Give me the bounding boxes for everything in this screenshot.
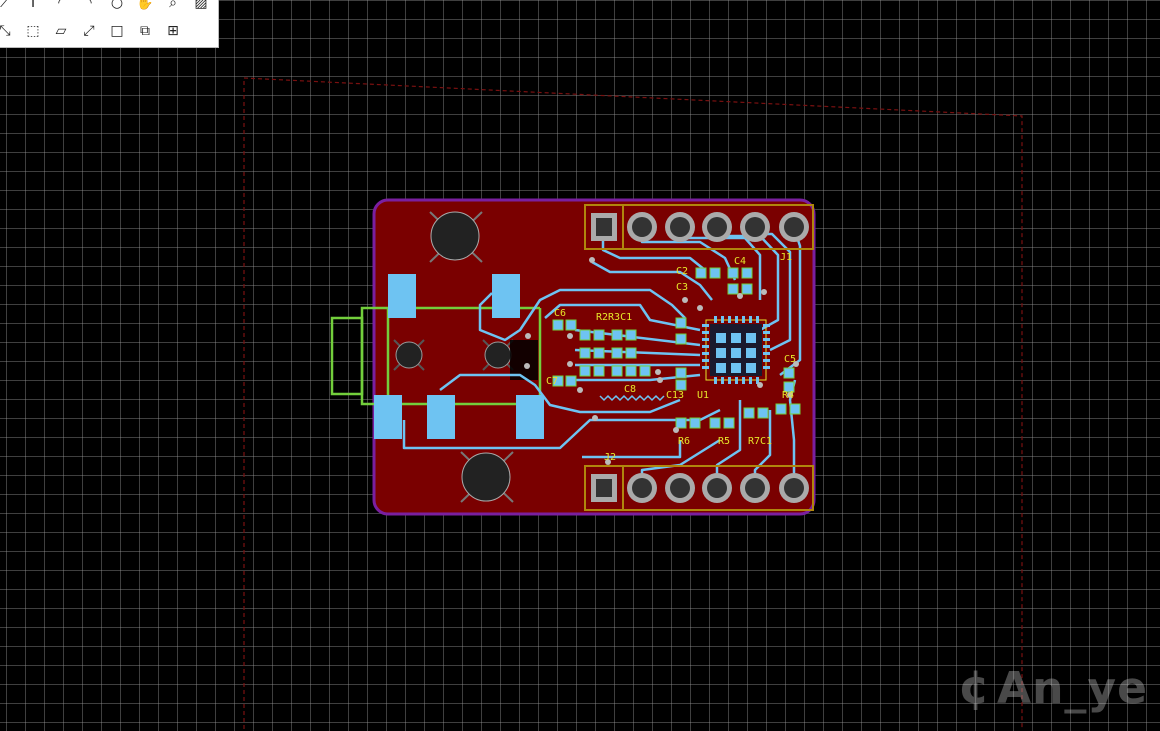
- qfn-pin: [702, 345, 709, 348]
- header-pin-hole: [745, 478, 765, 498]
- silk-r7c1: R7C1: [748, 436, 772, 447]
- silk-r4: R4: [782, 390, 794, 401]
- mounting-hole-top[interactable]: [429, 211, 483, 263]
- jack-pads[interactable]: [374, 274, 544, 439]
- silk-c13: C13: [666, 390, 684, 401]
- vias: [524, 257, 799, 465]
- qfn-pin: [756, 377, 759, 384]
- header-pin-hole: [632, 478, 652, 498]
- qfn-pin: [721, 377, 724, 384]
- qfn-pin: [702, 324, 709, 327]
- qfn-pin: [714, 316, 717, 323]
- qfn-pin: [702, 331, 709, 334]
- silk-c8: C8: [624, 384, 636, 395]
- polyline-tool[interactable]: ⤡: [0, 23, 11, 39]
- header-pin-hole: [670, 217, 690, 237]
- rect-tool[interactable]: □: [110, 23, 124, 39]
- jack-body-mask: [510, 340, 538, 380]
- silk-c4: C4: [734, 256, 746, 267]
- pin-header-j1[interactable]: [584, 204, 814, 250]
- silk-c6: C6: [554, 308, 566, 319]
- header-pin-hole: [745, 217, 765, 237]
- qfn-pin: [702, 359, 709, 362]
- qfn-pin: [763, 338, 770, 341]
- qfn-pin: [742, 377, 745, 384]
- silk-c2: C2: [676, 266, 688, 277]
- polygon-tool[interactable]: ▱: [55, 23, 67, 39]
- silk-u1: U1: [697, 390, 709, 401]
- drawing-toolbar: ⟋ T ◜ ◝ ○ ✋ ⌕ ▨ ⤡ ⬚ ▱ ⤢ □ ⧉ ⊞: [0, 0, 219, 48]
- qfn-pin: [763, 359, 770, 362]
- silk-r6: R6: [678, 436, 690, 447]
- board-boundary-outline: [243, 77, 1023, 729]
- qfn-pin: [763, 366, 770, 369]
- silk-c7: C7: [546, 376, 558, 387]
- watermark-text: An_ye: [997, 663, 1148, 714]
- qfn-pin: [735, 377, 738, 384]
- qfn-pin: [749, 316, 752, 323]
- qfn-pin: [763, 352, 770, 355]
- qfn-pin: [749, 377, 752, 384]
- arc2-tool[interactable]: ◝: [86, 0, 92, 11]
- insert-image-tool[interactable]: ⊞: [167, 23, 179, 39]
- jack-hole-left[interactable]: [393, 339, 425, 371]
- image-tool[interactable]: ▨: [194, 0, 208, 11]
- qfn-pin: [763, 331, 770, 334]
- silk-j1: J1: [780, 252, 792, 263]
- qfn-pin: [728, 316, 731, 323]
- pan-tool[interactable]: ✋: [136, 0, 154, 11]
- silk-j2: J2: [604, 452, 616, 463]
- pin-header-j2[interactable]: [584, 465, 814, 511]
- passive-pads-cluster[interactable]: [552, 267, 801, 429]
- header-pin-hole: [707, 217, 727, 237]
- circle-tool[interactable]: ○: [110, 0, 124, 11]
- qfn-pin: [702, 338, 709, 341]
- watermark-icon: ¢: [958, 660, 992, 714]
- header-pin-hole: [784, 217, 804, 237]
- qfn-pin: [735, 316, 738, 323]
- measure-tool[interactable]: ⤢: [83, 23, 95, 39]
- arc-tool[interactable]: ◜: [58, 0, 64, 11]
- search-tool[interactable]: ⌕: [169, 0, 177, 11]
- qfn-pin: [763, 345, 770, 348]
- mounting-hole-bottom[interactable]: [460, 451, 514, 503]
- watermark: ¢An_ye: [958, 660, 1148, 714]
- qfn-pin: [721, 316, 724, 323]
- qfn-pin: [742, 316, 745, 323]
- qfn-chip-u1[interactable]: [702, 316, 770, 384]
- jack-hole-right[interactable]: [482, 339, 514, 371]
- header-pin-hole: [784, 478, 804, 498]
- silk-c3: C3: [676, 282, 688, 293]
- serpentine-trace: [599, 394, 665, 402]
- qfn-pin: [728, 377, 731, 384]
- group-tool[interactable]: ⧉: [140, 23, 150, 39]
- header-pin-hole: [707, 478, 727, 498]
- silkscreen-labels: R2R3C1 C2 C3 C4 U1 C13 R6 R7C1 R5 R4 C5 …: [546, 252, 796, 463]
- text-tool[interactable]: T: [28, 0, 38, 11]
- qfn-pin: [714, 377, 717, 384]
- select-rect-tool[interactable]: ⬚: [26, 23, 40, 39]
- header-pin-hole: [632, 217, 652, 237]
- line-tool[interactable]: ⟋: [0, 0, 10, 11]
- qfn-pin: [702, 366, 709, 369]
- silk-r2r3c1: R2R3C1: [596, 312, 632, 323]
- qfn-pin: [763, 324, 770, 327]
- board-outline: [372, 198, 816, 516]
- qfn-pin: [756, 316, 759, 323]
- silk-r5: R5: [718, 436, 730, 447]
- qfn-pin: [702, 352, 709, 355]
- header-pin-hole: [670, 478, 690, 498]
- silk-c5: C5: [784, 354, 796, 365]
